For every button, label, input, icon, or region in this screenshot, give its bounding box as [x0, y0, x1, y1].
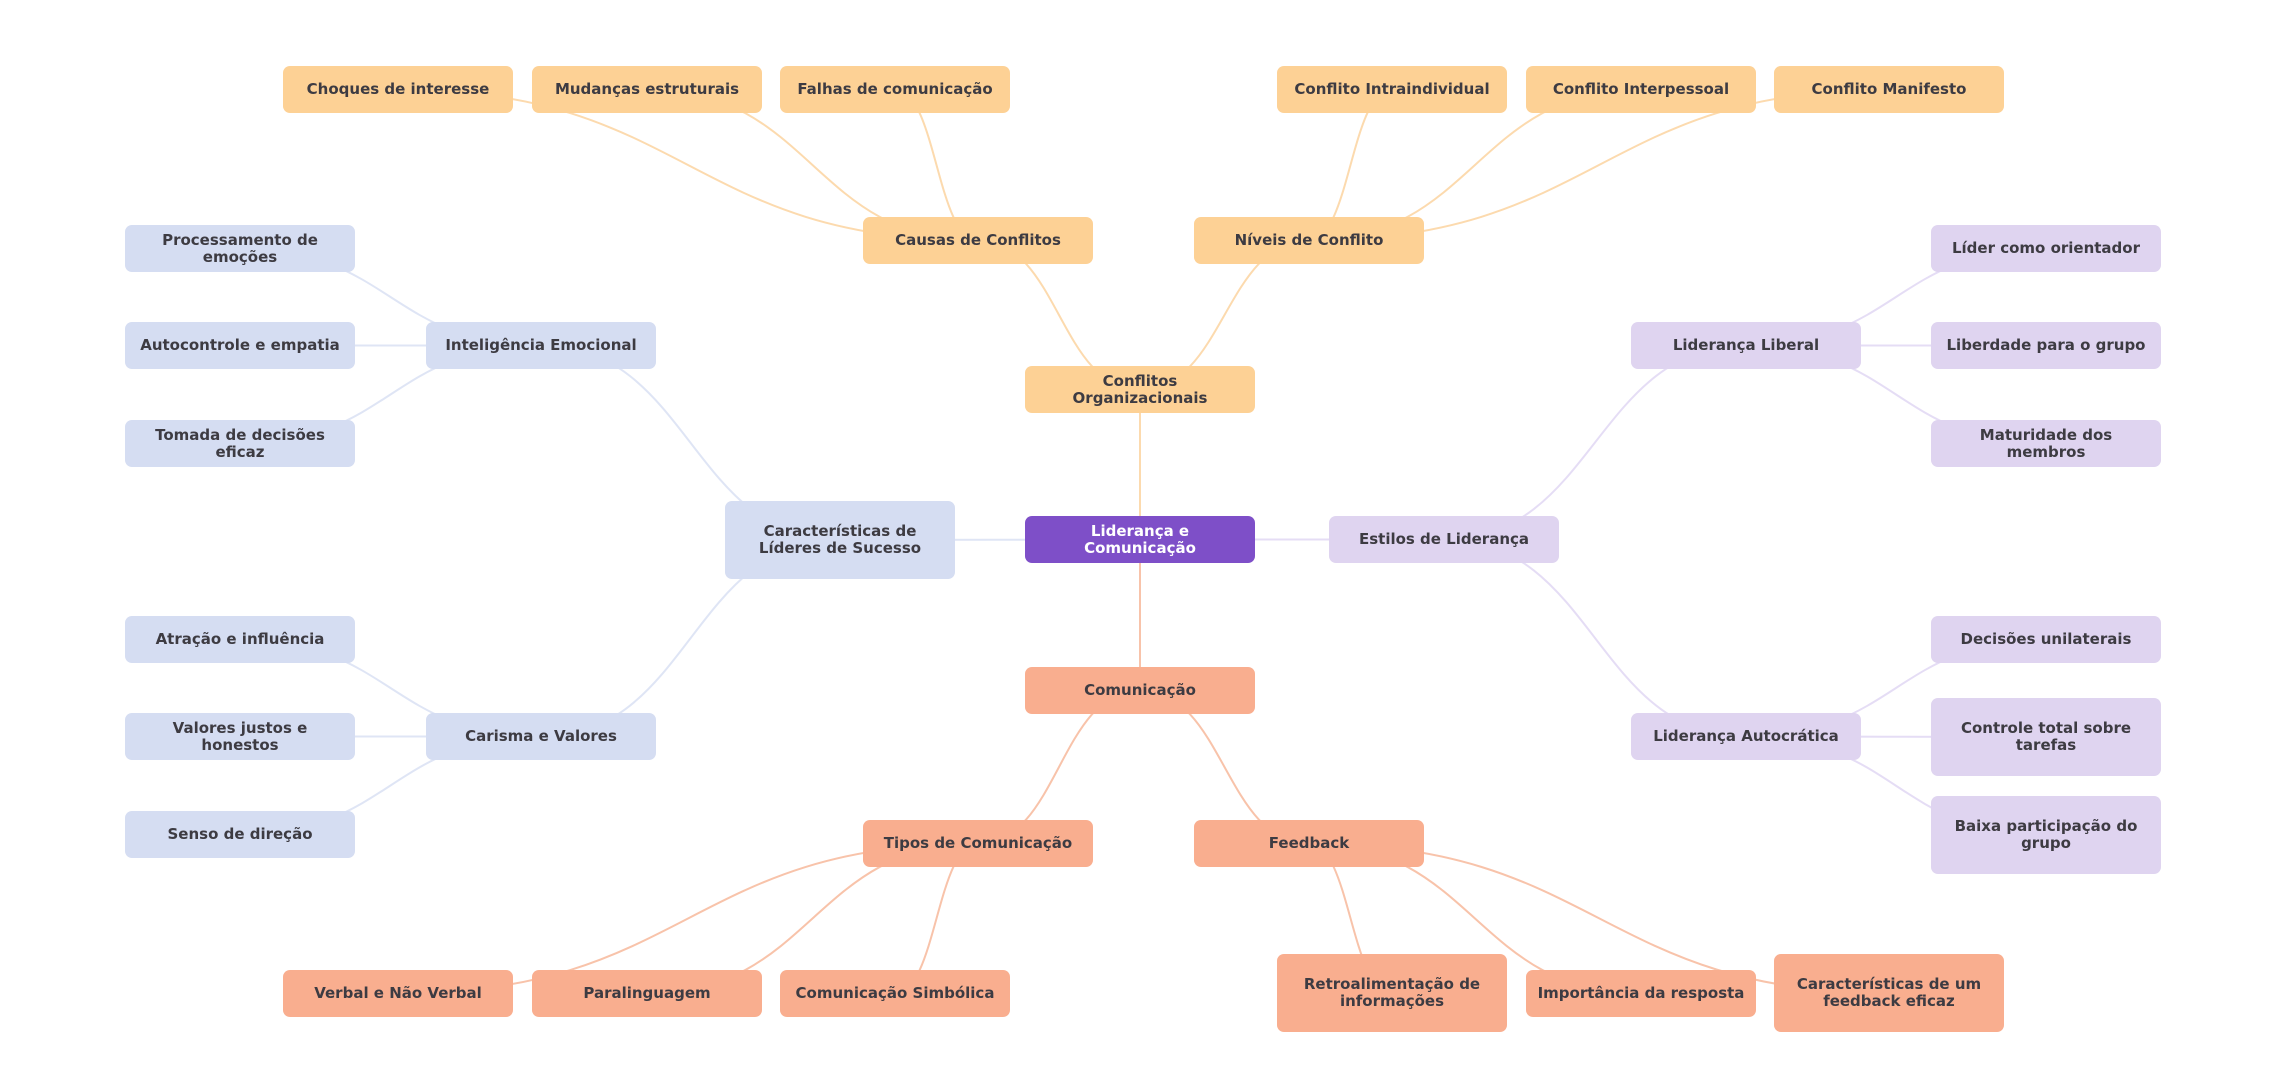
- node-label: Conflito Manifesto: [1811, 80, 1967, 98]
- node-decisoes-unilaterais[interactable]: Decisões unilaterais: [1931, 616, 2161, 663]
- node-inteligencia-emocional[interactable]: Inteligência Emocional: [426, 322, 656, 369]
- root-node[interactable]: Liderança e Comunicação: [1025, 516, 1255, 563]
- node-label: Conflito Interpessoal: [1552, 80, 1730, 98]
- node-paralinguagem[interactable]: Paralinguagem: [532, 970, 762, 1017]
- node-niveis-de-conflito[interactable]: Níveis de Conflito: [1194, 217, 1424, 264]
- link-estilos-liberal: [1443, 344, 1747, 541]
- node-label: Retroalimentação de informações: [1303, 975, 1481, 1010]
- node-label: Processamento de emoções: [162, 230, 318, 266]
- node-label: Verbal e Não Verbal: [314, 984, 482, 1002]
- node-label: Valores justos e honestos: [172, 718, 308, 754]
- node-label: Paralinguagem: [583, 984, 711, 1002]
- node-label: Líder como orientador: [1951, 239, 2140, 257]
- node-importancia-da-resposta[interactable]: Importância da resposta: [1526, 970, 1756, 1017]
- node-verbal-e-nao-verbal[interactable]: Verbal e Não Verbal: [283, 970, 513, 1017]
- node-conflitos-organizacionais[interactable]: Conflitos Organizacionais: [1025, 366, 1255, 413]
- node-comunicacao-simbolica[interactable]: Comunicação Simbólica: [780, 970, 1010, 1017]
- node-label: Estilos de Liderança: [1358, 530, 1530, 548]
- node-choques-de-interesse[interactable]: Choques de interesse: [283, 66, 513, 113]
- node-label: Conflito Intraindividual: [1294, 80, 1490, 98]
- node-baixa-participacao[interactable]: Baixa participação do grupo: [1931, 796, 2161, 874]
- node-label: Carisma e Valores: [465, 727, 617, 745]
- node-feedback[interactable]: Feedback: [1194, 820, 1424, 867]
- node-label: Comunicação Simbólica: [795, 984, 995, 1002]
- node-label: Maturidade dos membros: [1979, 425, 2113, 461]
- node-conflito-interpessoal[interactable]: Conflito Interpessoal: [1526, 66, 1756, 113]
- node-label: Liderança Liberal: [1672, 336, 1820, 354]
- node-processamento-de-emocoes[interactable]: Processamento de emoções: [125, 225, 355, 272]
- node-label: Senso de direção: [167, 825, 313, 843]
- node-caracteristicas-de-lideres[interactable]: Características de Líderes de Sucesso: [725, 501, 955, 579]
- node-liberdade-para-o-grupo[interactable]: Liberdade para o grupo: [1931, 322, 2161, 369]
- node-conflito-manifesto[interactable]: Conflito Manifesto: [1774, 66, 2004, 113]
- node-label: Características de um feedback eficaz: [1796, 975, 1982, 1010]
- node-label: Liderança Autocrática: [1653, 727, 1839, 745]
- node-maturidade-dos-membros[interactable]: Maturidade dos membros: [1931, 420, 2161, 467]
- node-label: Atração e influência: [155, 630, 325, 648]
- node-label: Controle total sobre tarefas: [1960, 719, 2132, 754]
- node-carisma-e-valores[interactable]: Carisma e Valores: [426, 713, 656, 760]
- node-label: Níveis de Conflito: [1234, 231, 1384, 249]
- node-label: Falhas de comunicação: [797, 80, 993, 98]
- node-estilos-de-lideranca[interactable]: Estilos de Liderança: [1329, 516, 1559, 563]
- node-label: Comunicação: [1084, 681, 1196, 699]
- node-label: Autocontrole e empatia: [140, 336, 340, 354]
- node-label: Baixa participação do grupo: [1954, 817, 2138, 852]
- node-label: Feedback: [1268, 834, 1350, 852]
- node-controle-total[interactable]: Controle total sobre tarefas: [1931, 698, 2161, 776]
- node-comunicacao[interactable]: Comunicação: [1025, 667, 1255, 714]
- node-label: Conflitos Organizacionais: [1072, 371, 1208, 407]
- node-caracteristicas-feedback[interactable]: Características de um feedback eficaz: [1774, 954, 2004, 1032]
- node-atracao-e-influencia[interactable]: Atração e influência: [125, 616, 355, 663]
- node-senso-de-direcao[interactable]: Senso de direção: [125, 811, 355, 858]
- node-tomada-de-decisoes[interactable]: Tomada de decisões eficaz: [125, 420, 355, 467]
- node-mudancas-estruturais[interactable]: Mudanças estruturais: [532, 66, 762, 113]
- node-label: Choques de interesse: [306, 80, 490, 98]
- node-label: Mudanças estruturais: [554, 80, 740, 98]
- node-lideranca-liberal[interactable]: Liderança Liberal: [1631, 322, 1861, 369]
- link-estilos-autocratica: [1443, 538, 1747, 738]
- node-valores-justos[interactable]: Valores justos e honestos: [125, 713, 355, 760]
- node-conflito-intraindividual[interactable]: Conflito Intraindividual: [1277, 66, 1507, 113]
- node-label: Tipos de Comunicação: [883, 834, 1073, 852]
- node-label: Liberdade para o grupo: [1946, 336, 2146, 354]
- node-autocontrole-e-empatia[interactable]: Autocontrole e empatia: [125, 322, 355, 369]
- node-falhas-de-comunicacao[interactable]: Falhas de comunicação: [780, 66, 1010, 113]
- node-label: Decisões unilaterais: [1960, 630, 2132, 648]
- node-label: Tomada de decisões eficaz: [155, 425, 325, 461]
- node-label: Importância da resposta: [1537, 984, 1745, 1002]
- node-lider-como-orientador[interactable]: Líder como orientador: [1931, 225, 2161, 272]
- node-label: Inteligência Emocional: [445, 336, 637, 354]
- node-causas-de-conflitos[interactable]: Causas de Conflitos: [863, 217, 1093, 264]
- node-tipos-de-comunicacao[interactable]: Tipos de Comunicação: [863, 820, 1093, 867]
- node-retroalimentacao[interactable]: Retroalimentação de informações: [1277, 954, 1507, 1032]
- node-label: Características de Líderes de Sucesso: [758, 522, 922, 557]
- node-lideranca-autocratica[interactable]: Liderança Autocrática: [1631, 713, 1861, 760]
- node-label: Liderança e Comunicação: [1084, 521, 1196, 557]
- node-label: Causas de Conflitos: [895, 231, 1061, 249]
